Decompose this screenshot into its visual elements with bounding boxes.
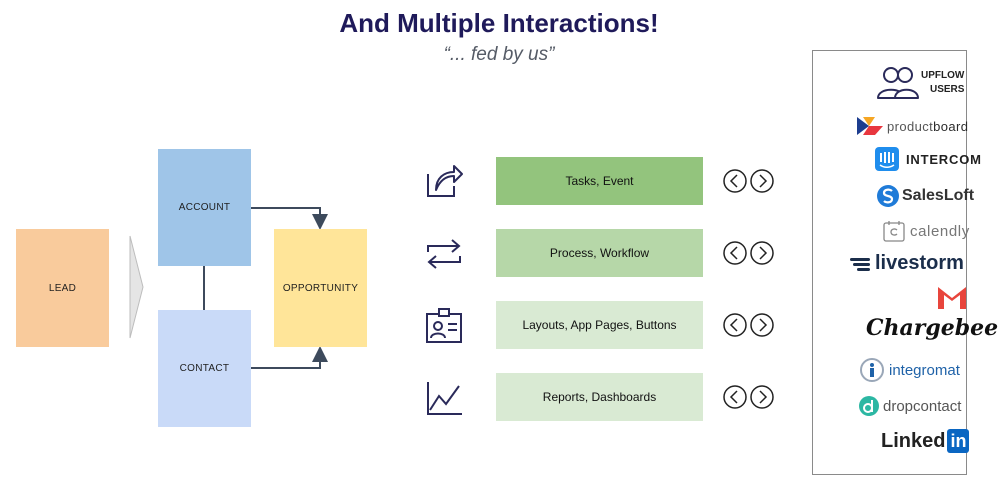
- calendly-logo: calendly: [883, 220, 970, 242]
- account-box: ACCOUNT: [158, 149, 251, 266]
- integromat-icon: [860, 358, 884, 382]
- intercom-text: INTERCOM: [906, 151, 982, 167]
- dropcontact-text: dropcontact: [883, 397, 962, 415]
- salesloft-text: SalesLoft: [902, 187, 975, 204]
- chevron-right-icon: [750, 169, 774, 193]
- chevron-left-icon: [723, 313, 747, 337]
- contact-opportunity-arrow: [251, 346, 328, 369]
- productboard-icon: [857, 117, 883, 135]
- contact-box: CONTACT: [158, 310, 251, 427]
- chevron-left-icon: [723, 385, 747, 409]
- lead-chevron: [129, 235, 144, 339]
- lead-label: LEAD: [48, 282, 77, 294]
- calendly-icon: [883, 221, 905, 242]
- chevron-left-icon: [723, 241, 747, 265]
- intercom-icon: [875, 147, 899, 171]
- opportunity-box: OPPORTUNITY: [274, 229, 367, 347]
- linkedin-logo: Linked in: [881, 429, 970, 453]
- interaction-bar-process: Process, Workflow: [496, 229, 703, 277]
- nav-arrows[interactable]: [722, 312, 776, 338]
- account-opportunity-arrow: [251, 207, 328, 230]
- chevron-left-icon: [723, 169, 747, 193]
- integromat-logo: integromat: [859, 357, 960, 383]
- salesloft-logo: SalesLoft: [877, 184, 974, 208]
- livestorm-icon: [850, 257, 870, 271]
- livestorm-logo: livestorm: [850, 252, 964, 275]
- integromat-text: integromat: [889, 361, 960, 379]
- contact-label: CONTACT: [179, 363, 230, 374]
- interaction-label: Tasks, Event: [565, 174, 634, 188]
- chargebee-text: Chargebee: [866, 315, 998, 341]
- interaction-bar-tasks: Tasks, Event: [496, 157, 703, 205]
- linkedin-text: Linked: [881, 429, 946, 452]
- chevron-right-icon: [750, 313, 774, 337]
- account-label: ACCOUNT: [178, 202, 231, 213]
- nav-arrows[interactable]: [722, 240, 776, 266]
- users-panel: UPFLOW USERS productboard INTERCOM Sales…: [812, 50, 998, 475]
- salesloft-icon: [877, 185, 899, 207]
- chevron-right-icon: [750, 241, 774, 265]
- nav-arrows[interactable]: [722, 168, 776, 194]
- interaction-label: Reports, Dashboards: [542, 390, 657, 404]
- page-subtitle: “... fed by us”: [443, 44, 555, 65]
- users-label-line-1: UPFLOW: [921, 70, 965, 81]
- productboard-text-b: board: [933, 118, 969, 134]
- users-label-line-2: USERS: [930, 84, 965, 95]
- gmail-icon: [938, 287, 966, 309]
- dropcontact-icon: [859, 396, 879, 416]
- interaction-bar-layouts: Layouts, App Pages, Buttons: [496, 301, 703, 349]
- opportunity-label: OPPORTUNITY: [282, 282, 359, 294]
- id-card-icon: [426, 308, 462, 343]
- chargebee-logo: Chargebee: [866, 315, 998, 341]
- linkedin-in-badge: in: [947, 429, 970, 453]
- users-label: UPFLOW USERS: [921, 69, 977, 97]
- interaction-label: Layouts, App Pages, Buttons: [522, 318, 677, 332]
- users-icon: [877, 67, 919, 99]
- share-arrow-icon: [427, 165, 463, 197]
- calendly-text: calendly: [910, 222, 970, 240]
- sync-arrows-icon: [427, 239, 461, 269]
- intercom-logo: INTERCOM: [875, 147, 982, 171]
- productboard-text-a: product: [887, 118, 934, 134]
- livestorm-text: livestorm: [875, 252, 964, 274]
- lead-box: LEAD: [16, 229, 109, 347]
- line-chart-icon: [427, 382, 462, 415]
- dropcontact-logo: dropcontact: [858, 395, 961, 417]
- interaction-label: Process, Workflow: [549, 246, 650, 260]
- chevron-right-icon: [750, 385, 774, 409]
- productboard-logo: productboard: [857, 117, 968, 135]
- interaction-bar-reports: Reports, Dashboards: [496, 373, 703, 421]
- page-title: And Multiple Interactions!: [339, 8, 659, 38]
- nav-arrows[interactable]: [722, 384, 776, 410]
